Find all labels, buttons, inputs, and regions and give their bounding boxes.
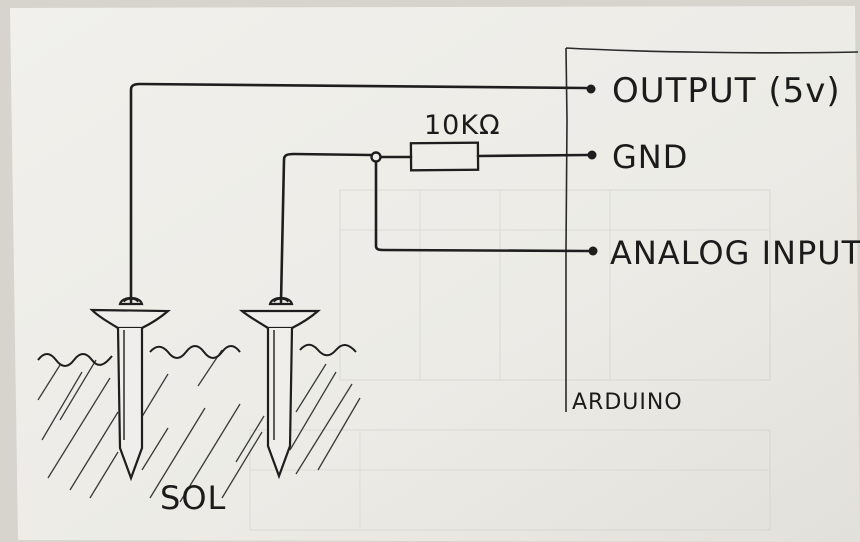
gnd-wire: [476, 153, 590, 158]
soil-surface: [37, 343, 357, 367]
soil-hatching: [37, 349, 361, 503]
analog-terminal: [588, 246, 598, 256]
bleed-through-table: [249, 189, 771, 531]
soil-label: SOL: [160, 479, 226, 517]
output-wire: [129, 82, 588, 304]
probe-one: [89, 296, 171, 482]
probe-two-wire: [279, 152, 373, 304]
output-label: OUTPUT (5v): [612, 71, 841, 111]
resistor-label: 10KΩ: [424, 110, 501, 141]
arduino-border: [565, 47, 859, 412]
gnd-terminal: [587, 150, 597, 160]
output-terminal: [586, 84, 596, 94]
analog-input-label: ANALOG INPUT: [610, 234, 860, 272]
analog-wire: [374, 160, 590, 253]
paper-sheet: [10, 6, 860, 542]
gnd-label: GND: [612, 138, 688, 176]
arduino-label: ARDUINO: [572, 390, 683, 415]
probe-two: [238, 296, 321, 480]
